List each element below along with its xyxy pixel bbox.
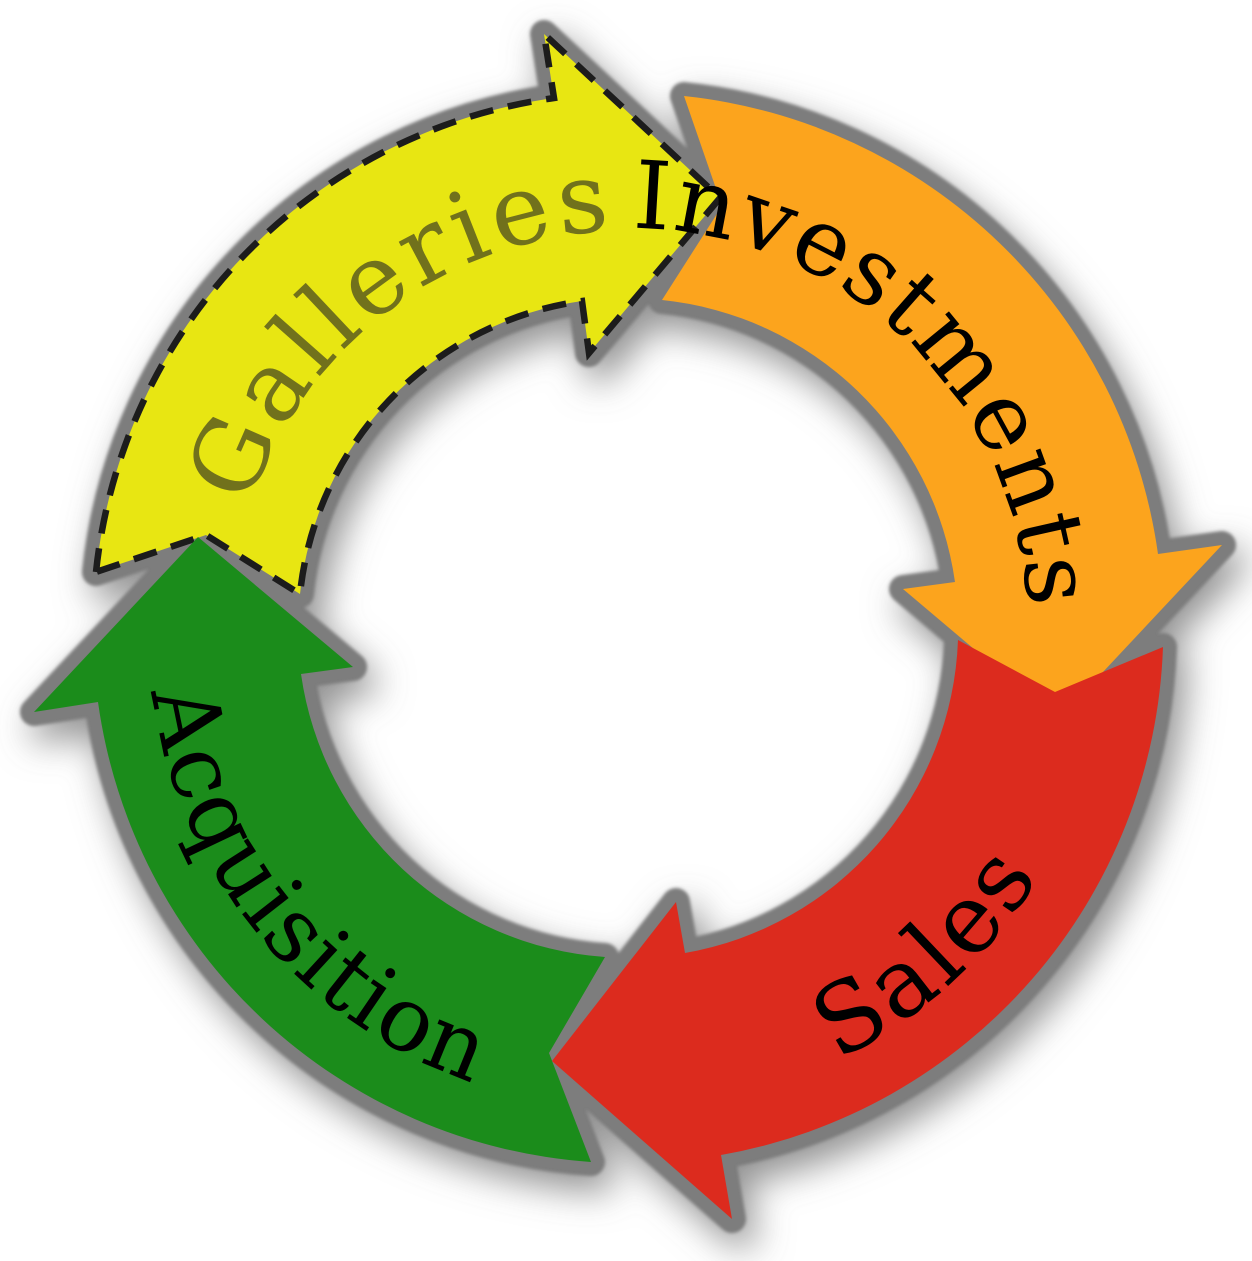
cycle-diagram: Galleries Investments Sales Acquisition bbox=[0, 0, 1252, 1261]
cycle-diagram-svg: Galleries Investments Sales Acquisition bbox=[0, 0, 1252, 1261]
